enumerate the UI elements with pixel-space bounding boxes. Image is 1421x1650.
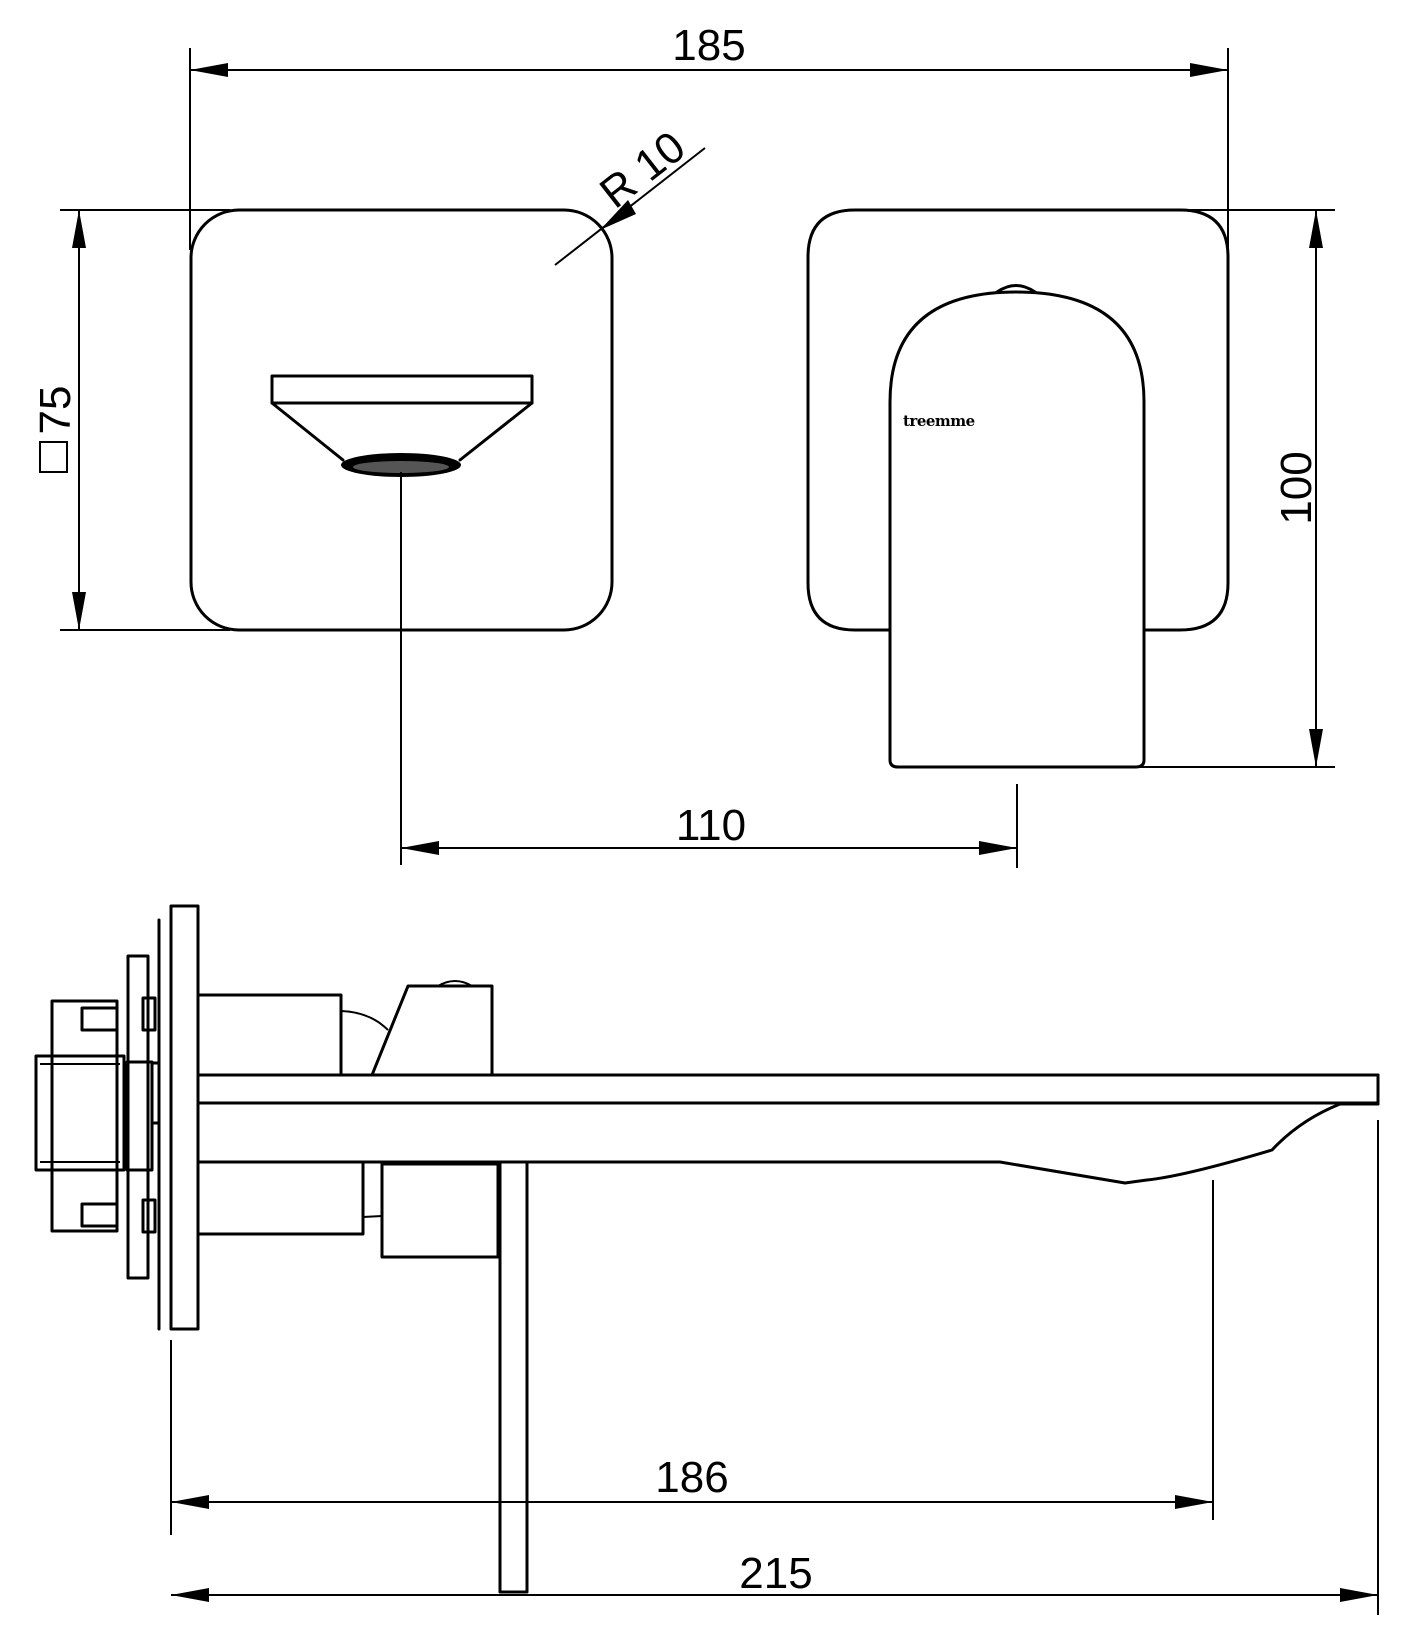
dimension-186: 186 (170, 1180, 1214, 1535)
brand-logo: treemme (903, 412, 975, 430)
dimension-100: 100 (1130, 209, 1335, 768)
spout-plate-front-view (189, 208, 614, 865)
dimension-label-r10: R 10 (591, 122, 694, 218)
dimension-185: 185 (189, 21, 1229, 250)
dimension-label-110: 110 (676, 801, 746, 850)
dimension-label-75: 75 (31, 386, 80, 435)
dimension-r10: R 10 (554, 122, 706, 266)
dimension-215: 215 (171, 1120, 1379, 1615)
square-symbol-icon (39, 441, 68, 473)
mixer-plate-front-view: treemme (806, 208, 1230, 769)
dimension-label-100: 100 (1272, 451, 1321, 524)
dimension-label-185: 185 (672, 21, 745, 70)
dimension-label-215: 215 (739, 1549, 812, 1598)
side-view (34, 904, 1380, 1594)
dimension-110: 110 (401, 784, 1018, 868)
dimension-label-186: 186 (655, 1453, 728, 1502)
dimension-75: 75 (31, 209, 230, 631)
